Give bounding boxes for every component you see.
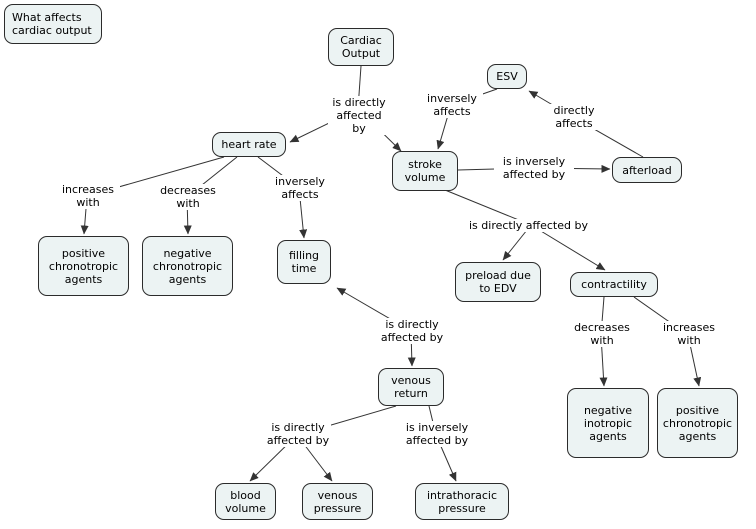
- node-negative-chronotropic-agents[interactable]: negative chronotropic agents: [142, 236, 233, 296]
- link-label-esv-inversely-affects[interactable]: inversely affects: [421, 92, 483, 118]
- node-afterload[interactable]: afterload: [612, 157, 682, 183]
- link-label-hr-decreases-with[interactable]: decreases with: [155, 184, 221, 210]
- node-stroke-volume[interactable]: stroke volume: [392, 151, 458, 191]
- node-positive-chronotropic-agents[interactable]: positive chronotropic agents: [38, 236, 129, 296]
- node-filling-time[interactable]: filling time: [277, 240, 331, 284]
- link-label-contractility-increases-with[interactable]: increases with: [658, 321, 720, 347]
- link-label-sv-is-inversely-affected-by[interactable]: is inversely affected by: [494, 155, 574, 181]
- node-cardiac-output[interactable]: Cardiac Output: [328, 28, 394, 66]
- link-label-vr-is-inversely-affected-by[interactable]: is inversely affected by: [400, 421, 474, 447]
- link-label-ft-is-directly-affected-by[interactable]: is directly affected by: [379, 318, 445, 344]
- node-contractility[interactable]: contractility: [570, 272, 658, 297]
- link-label-afterload-directly-affects[interactable]: directly affects: [546, 104, 602, 130]
- arrow-to-contractility: [530, 224, 606, 271]
- node-esv[interactable]: ESV: [487, 64, 527, 89]
- link-label-contractility-decreases-with[interactable]: decreases with: [570, 321, 634, 347]
- node-blood-volume[interactable]: blood volume: [215, 483, 276, 520]
- node-preload-due-to-edv[interactable]: preload due to EDV: [455, 262, 541, 302]
- node-venous-pressure[interactable]: venous pressure: [302, 483, 373, 520]
- map-title-box: What affects cardiac output: [4, 4, 102, 44]
- node-venous-return[interactable]: venous return: [378, 368, 444, 406]
- link-label-hr-inversely-affects[interactable]: inversely affects: [269, 175, 331, 201]
- link-label-sv-is-directly-affected-by[interactable]: is directly affected by: [468, 219, 589, 232]
- node-heart-rate[interactable]: heart rate: [212, 132, 286, 157]
- link-label-co-is-directly-affected-by[interactable]: is directly affected by: [328, 96, 390, 135]
- node-positive-chronotropic-agents-2[interactable]: positive chronotropic agents: [657, 388, 738, 458]
- link-label-vr-is-directly-affected-by[interactable]: is directly affected by: [265, 421, 331, 447]
- node-intrathoracic-pressure[interactable]: intrathoracic pressure: [415, 483, 509, 520]
- node-negative-inotropic-agents[interactable]: negative inotropic agents: [567, 388, 649, 458]
- link-label-hr-increases-with[interactable]: increases with: [56, 183, 120, 209]
